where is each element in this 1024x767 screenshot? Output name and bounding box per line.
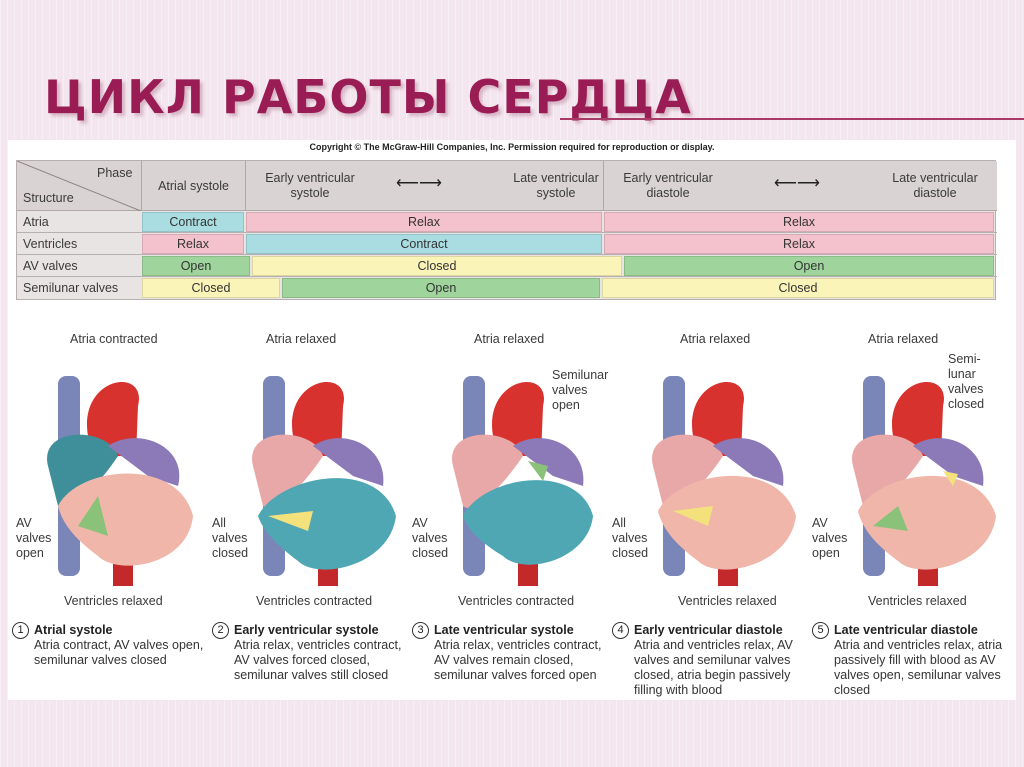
heart-panel-4: Atria relaxed All valves closed Ventricl… <box>608 326 804 706</box>
side-label: All valves closed <box>212 516 249 560</box>
table-row-av-valves: AV valves Open Closed Open <box>17 255 997 277</box>
side-label-right: Semilunar valves open <box>552 368 609 412</box>
heart-panel-3: Atria relaxed AV valves closed Semilunar… <box>408 326 608 706</box>
bottom-caption: Ventricles contracted <box>256 594 373 608</box>
bottom-caption: Ventricles contracted <box>458 594 575 608</box>
table-row-atria: Atria Contract Relax Relax <box>17 211 997 233</box>
step-number: 1 <box>12 622 29 639</box>
step-text: Atria relax, ventricles contract, AV val… <box>234 638 402 682</box>
copyright-notice: Copyright © The McGraw-Hill Companies, I… <box>309 142 715 152</box>
side-label: AV valves open <box>16 516 52 560</box>
figure-panel: Copyright © The McGraw-Hill Companies, I… <box>8 140 1016 700</box>
step-title: Late ventricular systole <box>434 623 574 637</box>
top-caption: Atria relaxed <box>266 332 337 346</box>
cell-atria-systole: Relax <box>246 212 602 232</box>
cell-av-closed: Closed <box>252 256 622 276</box>
step-title: Atrial systole <box>34 623 113 637</box>
top-caption: Atria relaxed <box>680 332 751 346</box>
cell-av-open-2: Open <box>624 256 994 276</box>
step-title: Late ventricular diastole <box>834 623 978 637</box>
table-corner: Phase Structure <box>17 161 141 211</box>
double-arrow-icon: ⟵⟶ <box>774 175 820 192</box>
bottom-caption: Ventricles relaxed <box>678 594 777 608</box>
double-arrow-icon: ⟵⟶ <box>396 175 442 192</box>
cell-sl-closed-1: Closed <box>142 278 280 298</box>
phase-label: Phase <box>97 166 133 180</box>
row-label: Semilunar valves <box>23 281 119 295</box>
cell-ventricles-atrial-systole: Relax <box>142 234 244 254</box>
top-caption: Atria contracted <box>70 332 158 346</box>
heart-panel-1: Atria contracted AV valves open Ventricl… <box>8 326 204 706</box>
row-label: Ventricles <box>23 237 78 251</box>
cell-sl-open: Open <box>282 278 600 298</box>
slide-title: ЦИКЛ РАБОТЫ СЕРДЦА <box>44 70 692 124</box>
heart-panel-2: Atria relaxed All valves closed Ventricl… <box>208 326 404 706</box>
cell-ventricles-diastole: Relax <box>604 234 994 254</box>
step-number: 5 <box>812 622 829 639</box>
step-text: Atria contract, AV valves open, semiluna… <box>34 638 204 667</box>
step-number: 4 <box>612 622 629 639</box>
side-label: All valves closed <box>612 516 649 560</box>
step-title: Early ventricular diastole <box>634 623 783 637</box>
cell-atria-atrial-systole: Contract <box>142 212 244 232</box>
cell-sl-closed-2: Closed <box>602 278 994 298</box>
step-number: 3 <box>412 622 429 639</box>
row-label: AV valves <box>23 259 78 273</box>
heart-illustration <box>252 376 396 586</box>
phase-table: Phase Structure Atrial systole Early ven… <box>16 160 997 300</box>
step-text: Atria relax, ventricles contract, AV val… <box>434 638 602 682</box>
heart-illustration <box>452 376 593 586</box>
top-caption: Atria relaxed <box>868 332 939 346</box>
header-ventricular-systole: Early ventricular systole ⟵⟶ Late ventri… <box>245 161 603 211</box>
step-text: Atria and ventricles relax, AV valves an… <box>634 638 793 697</box>
bottom-caption: Ventricles relaxed <box>868 594 967 608</box>
bottom-caption: Ventricles relaxed <box>64 594 163 608</box>
cell-av-open-1: Open <box>142 256 250 276</box>
side-label: AV valves open <box>812 516 848 560</box>
table-row-semilunar-valves: Semilunar valves Closed Open Closed <box>17 277 997 299</box>
side-label: AV valves closed <box>412 516 449 560</box>
structure-label: Structure <box>23 191 74 205</box>
cell-ventricles-systole: Contract <box>246 234 602 254</box>
header-late-vs: Late ventricular systole <box>513 171 599 200</box>
step-number: 2 <box>212 622 229 639</box>
side-label-right: Semi-lunar valves closed <box>948 352 985 411</box>
step-text: Atria and ventricles relax, atria passiv… <box>834 638 1003 697</box>
header-ventricular-diastole: Early ventricular diastole ⟵⟶ Late ventr… <box>603 161 997 211</box>
header-late-vd: Late ventricular diastole <box>892 171 978 200</box>
heart-illustration <box>47 376 193 586</box>
table-row-ventricles: Ventricles Relax Contract Relax <box>17 233 997 255</box>
heart-panel-5: Atria relaxed AV valves open Semi-lunar … <box>808 326 1004 706</box>
header-atrial-systole: Atrial systole <box>141 161 245 211</box>
step-title: Early ventricular systole <box>234 623 379 637</box>
title-rule <box>560 118 1024 120</box>
row-label: Atria <box>23 215 49 229</box>
heart-illustration <box>852 376 996 586</box>
top-caption: Atria relaxed <box>474 332 545 346</box>
header-early-vd: Early ventricular diastole <box>623 171 713 200</box>
cell-atria-diastole: Relax <box>604 212 994 232</box>
table-header-row: Phase Structure Atrial systole Early ven… <box>17 161 997 211</box>
header-early-vs: Early ventricular systole <box>265 171 355 200</box>
heart-illustration <box>652 376 796 586</box>
